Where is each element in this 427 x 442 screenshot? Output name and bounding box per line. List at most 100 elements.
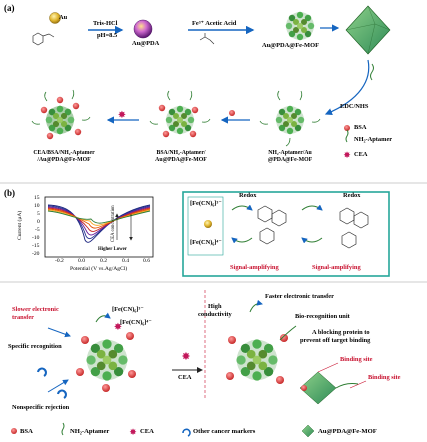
y-tick-7: -20 (32, 251, 40, 257)
legend-other-marker-icon (182, 428, 191, 437)
specific-recognition-arrow (47, 327, 71, 338)
nonspecific-rejection-label: Nonspecific rejection (12, 404, 70, 411)
legend-aptamer-icon (61, 422, 65, 436)
redox-curved-arrows (231, 204, 323, 244)
y-tick-4: -5 (35, 227, 40, 233)
fe-cn-4-c-label: [Fe(CN)₆]⁴⁻ (120, 319, 152, 326)
other-marker-icon-2 (57, 389, 67, 399)
au-pda-label: Au@PDA (132, 40, 160, 47)
legend-a-bsa: BSA (354, 124, 367, 131)
y-tick-6: -15 (32, 243, 40, 249)
au-nanoparticle (49, 12, 61, 24)
binding-site-pointer-2 (349, 380, 367, 389)
legend-bsa-label: BSA (20, 428, 33, 435)
slower-electronic-label: Slower electronic (12, 306, 59, 313)
panel-a: ✸ ✸ (31, 5, 391, 160)
redox-left-label: Redox (239, 192, 257, 199)
panel-c: ✸ ✸ (37, 290, 367, 405)
y-tick-2: 5 (37, 211, 40, 217)
caption-bsa-aptamer: BSA/NH₂-Aptamer/Au@PDA@Fe-MOF (155, 150, 207, 163)
bsa-block-dot (301, 385, 307, 391)
panel-b (44, 191, 390, 277)
right-bsa-dots (226, 334, 288, 384)
faster-transfer-arrow (249, 299, 263, 313)
edc-nhs-label: EDC/NHS (340, 103, 369, 110)
higher-lower-label: Higher Lower (98, 247, 127, 252)
au-pda-fe-mof-label: Au@PDA@Fe-MOF (262, 42, 319, 49)
cea-bsa-aptamer-cluster-core (45, 105, 75, 135)
dpv-plot-frame (44, 196, 154, 258)
arrow-edc-nhs (324, 59, 370, 116)
panel-b-label: (b) (4, 188, 15, 198)
dpv-x-axis-label: Potential (V vs.Ag/AgCl) (70, 266, 128, 272)
y-tick-5: -10 (32, 235, 40, 241)
redox-inner-box (187, 196, 224, 256)
slower-transfer-arrow (95, 312, 111, 323)
left-sensor-cluster (86, 339, 128, 381)
cea-arrow-label: CEA (178, 374, 192, 381)
redox-box (182, 191, 390, 277)
faster-transfer-label: Faster electronic transfer (265, 293, 334, 300)
y-tick-1: 10 (34, 203, 40, 209)
legend-aptamer-label: NH₂-Aptamer (70, 428, 110, 435)
x-tick-1: 0.0 (78, 258, 85, 264)
acetic-acid-molecule-icon (199, 33, 215, 45)
cea-between-1-icon: ✸ (118, 110, 126, 121)
bio-recognition-label: Bio-recognition unit (295, 313, 350, 320)
blocking-protein-label-1: A blocking protein to (312, 329, 370, 336)
fe-cn-3-c-label: [Fe(CN)₆]³⁻ (112, 306, 144, 313)
bsa-dots-cluster2 (158, 104, 199, 138)
au-pda-fe-mof-cluster-top (285, 11, 315, 41)
bsa-aptamer-cluster (165, 105, 195, 135)
y-tick-0: 15 (34, 195, 40, 201)
bsa-dots-cluster1 (40, 96, 82, 140)
cea-legend-icon-a: ✸ (343, 150, 351, 160)
aptamer-legend-icon-a (345, 129, 349, 143)
binding-site-label-2: Binding site (368, 374, 401, 381)
fe-cn-4-label: [Fe(CN)₆]⁴⁻ (190, 239, 222, 246)
legend-mof-label: Au@PDA@Fe-MOF (318, 428, 377, 435)
aptamer-recognition-strand (279, 325, 297, 341)
cea-middle-icon: ✸ (181, 351, 190, 363)
fe-cn-3-label: [Fe(CN)₆]³⁻ (190, 200, 222, 207)
x-tick-0: -0.2 (55, 258, 64, 264)
cea-bound-left-icon: ✸ (114, 322, 122, 333)
aptamer-strands-cluster3 (259, 90, 321, 147)
binding-aptamer-strand (335, 383, 359, 389)
aptamer-strands-cluster1 (31, 89, 91, 125)
binding-site-octahedron-icon (299, 371, 337, 405)
y-tick-3: 0 (37, 219, 40, 225)
nonspecific-rejection-arrow (47, 379, 69, 393)
bsa-between-2-icon (229, 110, 235, 116)
legend-icons: ✸ (11, 422, 315, 438)
legend-a-cea: CEA (354, 151, 368, 158)
x-tick-4: 0.6 (143, 258, 150, 264)
caption-aptamer-au: NH₂-Aptamer/Au@PDA@Fe-MOF (267, 150, 313, 163)
right-sensor-cluster (236, 339, 278, 381)
aptamer-strands-cluster2 (149, 90, 211, 125)
dpv-curves (47, 204, 151, 243)
transfer-label: transfer (12, 314, 35, 321)
legend-cea-icon: ✸ (129, 427, 137, 437)
dopamine-molecule-icon (32, 32, 55, 46)
dpv-y-axis-label: Current (μA) (17, 210, 23, 240)
conductivity-label: conductivity (198, 311, 232, 318)
au-pda-particle (133, 19, 153, 39)
legend-cea-label: CEA (140, 428, 154, 435)
signal-amplifying-right: Signal-amplifying (312, 264, 361, 271)
bsa-legend-icon-a (344, 125, 350, 131)
specific-recognition-label: Specific recognition (8, 343, 62, 350)
tris-hcl-label: Tris-HCl (93, 20, 118, 27)
left-bsa-dots (76, 332, 136, 392)
legend-other-label: Other cancer markers (193, 428, 256, 435)
other-marker-icon-1 (37, 367, 47, 377)
signal-amplifying-left: Signal-amplifying (230, 264, 279, 271)
aptamer-cluster (275, 105, 305, 135)
caption-cea-bsa-aptamer: CEA/BSA/NH₂-Aptamer/Au@PDA@Fe-MOF (33, 150, 95, 163)
blocking-protein-label-2: prevent off target binding (300, 337, 371, 344)
legend-mof-icon (301, 424, 315, 438)
pda-molecule-structure (257, 205, 369, 249)
binding-site-label-1: Binding site (340, 356, 373, 363)
high-label: High (208, 303, 222, 310)
au-nanoparticle-small (204, 220, 212, 228)
